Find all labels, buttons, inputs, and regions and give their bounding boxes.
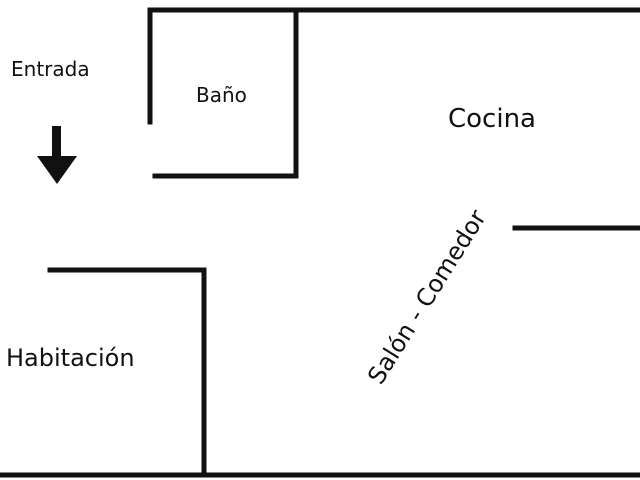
bathroom-label: Baño xyxy=(196,83,247,107)
arrow-down-icon xyxy=(37,126,77,184)
entrance-label: Entrada xyxy=(11,57,90,81)
bedroom-label: Habitación xyxy=(6,344,135,372)
kitchen-label: Cocina xyxy=(448,104,536,134)
